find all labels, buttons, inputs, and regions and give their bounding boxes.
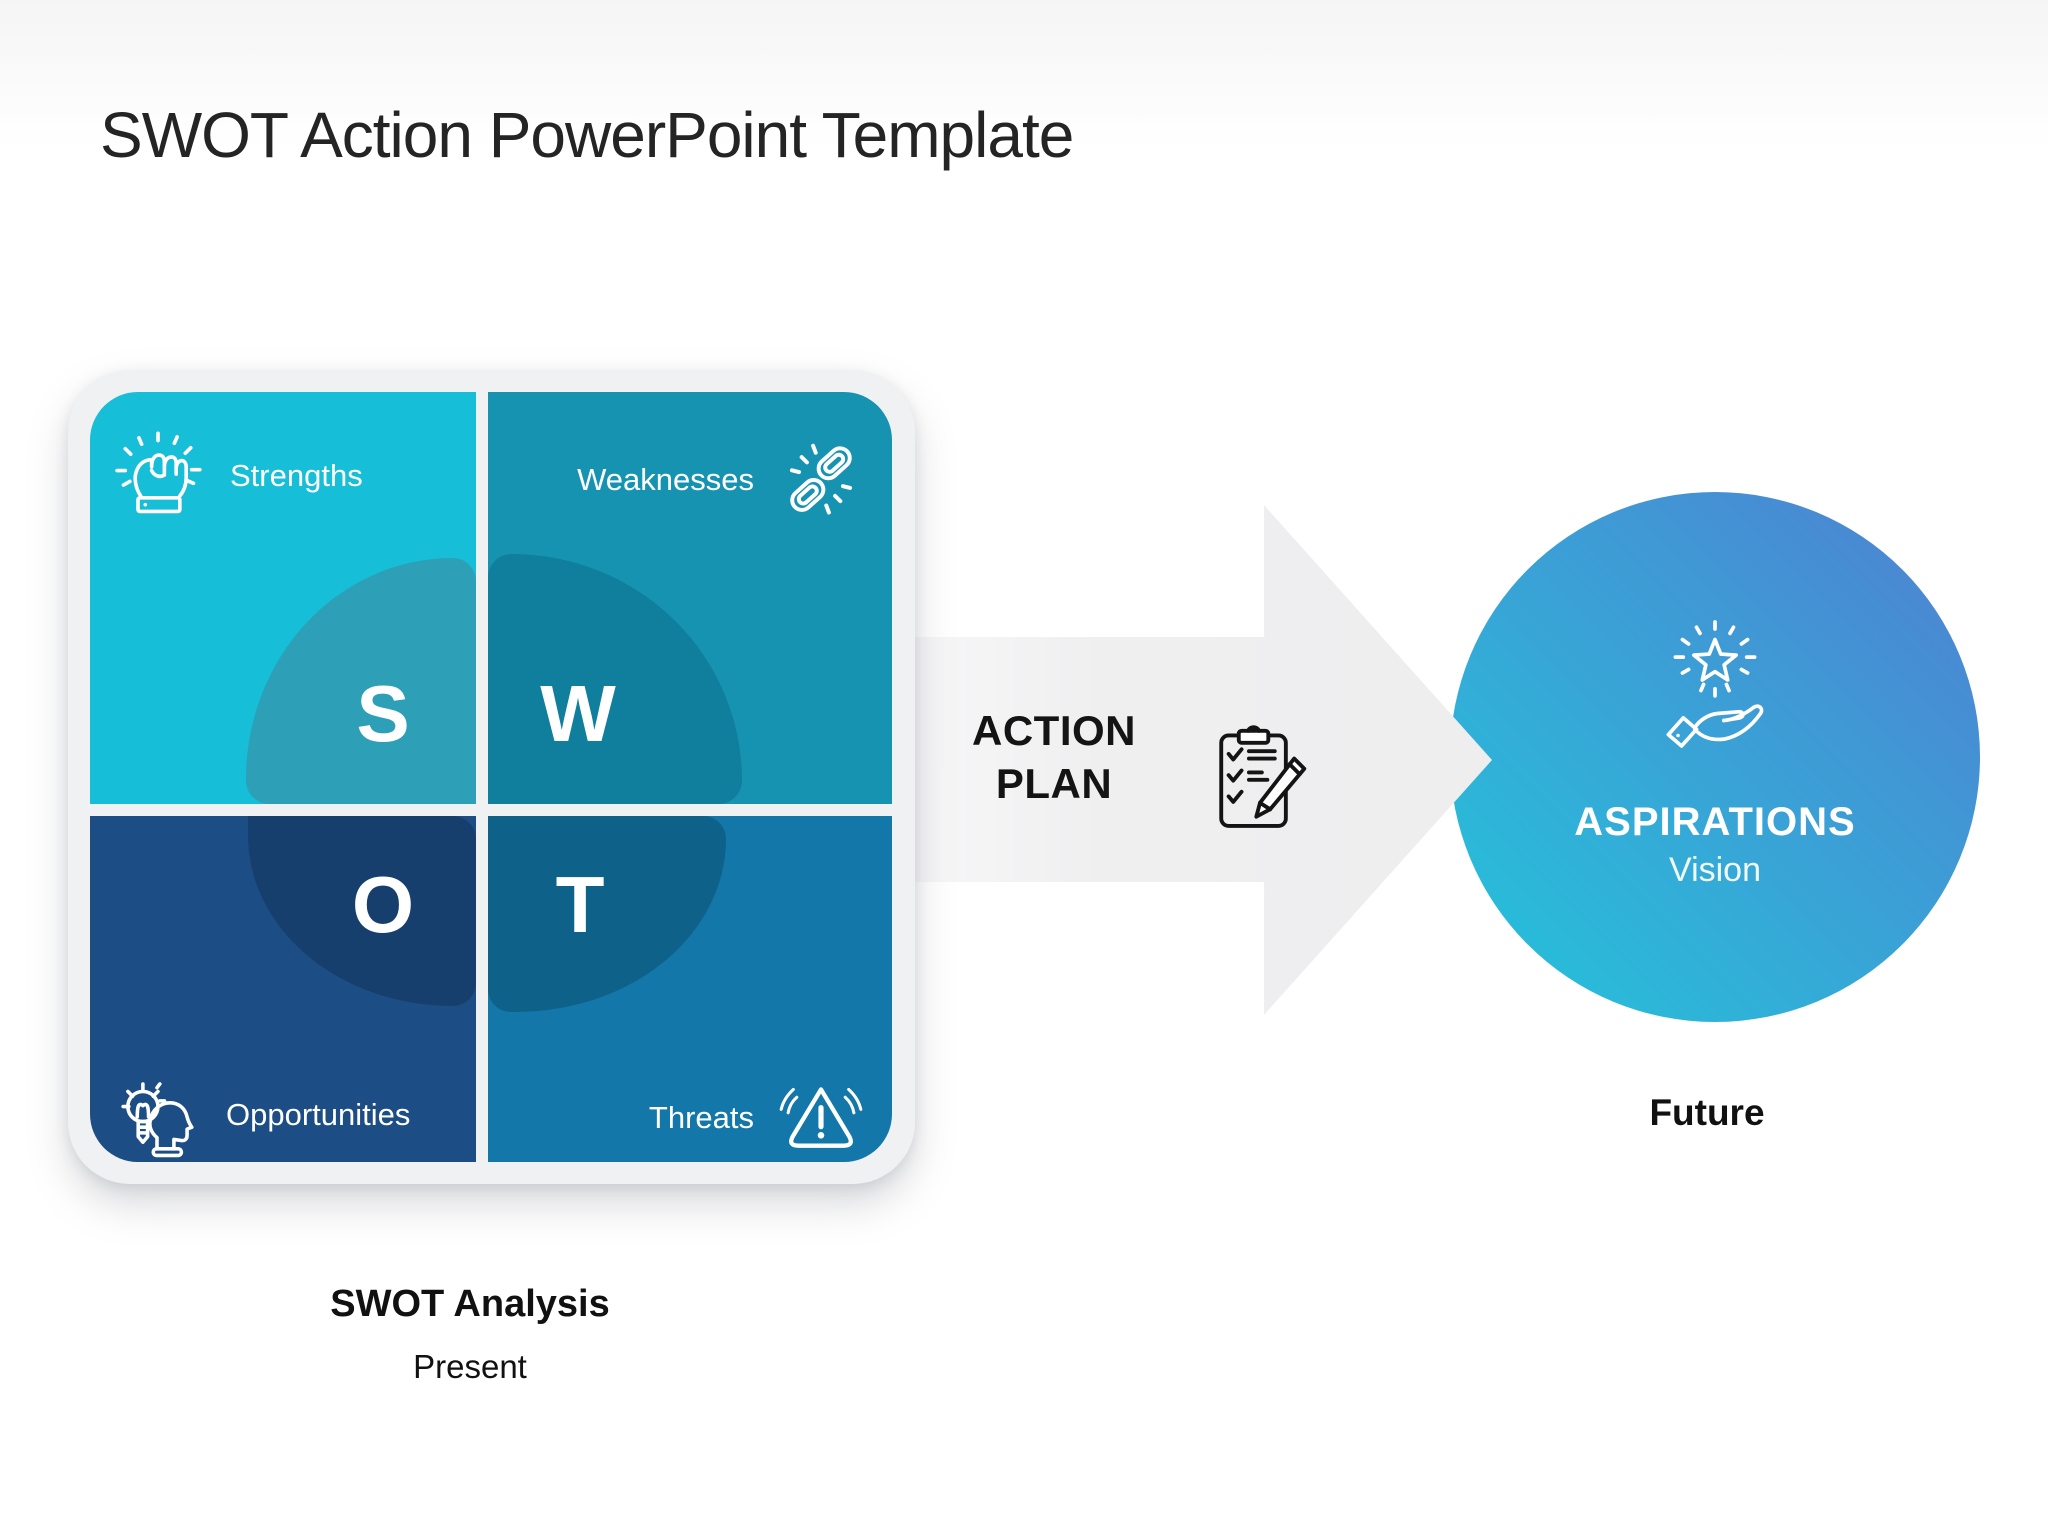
action-plan-arrow	[888, 505, 1492, 1015]
opportunities-letter: O	[351, 860, 415, 949]
aspirations-title: ASPIRATIONS	[1574, 800, 1856, 844]
action-plan-label: ACTION PLAN	[929, 704, 1179, 810]
clipboard-pencil-icon	[1219, 725, 1307, 828]
weaknesses-header: Weaknesses	[577, 436, 866, 524]
quadrant-strengths: Strengths S	[90, 392, 476, 804]
weaknesses-letter: W	[540, 669, 616, 758]
quadrant-opportunities: Opportunities O	[90, 816, 476, 1162]
warning-triangle-icon	[779, 1087, 863, 1148]
quadrant-threats: Threats T	[488, 816, 892, 1162]
opportunities-label: Opportunities	[226, 1097, 411, 1132]
opportunities-header: Opportunities	[110, 1068, 410, 1162]
aspirations-circle: ASPIRATIONS Vision	[1450, 492, 1980, 1022]
head-lightbulb-icon	[121, 1082, 194, 1158]
broken-chain-icon	[789, 443, 853, 515]
threats-label: Threats	[648, 1100, 754, 1135]
page-title: SWOT Action PowerPoint Template	[100, 99, 1074, 171]
strengths-header: Strengths	[108, 430, 363, 522]
future-caption: Future	[1649, 1092, 1765, 1133]
threats-letter: T	[555, 860, 605, 949]
threats-header: Threats	[649, 1078, 866, 1158]
swot-caption-title: SWOT Analysis	[330, 1283, 610, 1325]
swot-panel: Strengths S Weaknesses	[68, 370, 915, 1184]
threats-overlay-shape	[488, 816, 726, 1012]
aspirations-subtitle: Vision	[1669, 851, 1761, 889]
hand-presenting-star-icon	[1666, 620, 1764, 748]
weaknesses-label: Weaknesses	[577, 462, 754, 497]
strengths-letter: S	[356, 669, 410, 758]
action-plan-line1: ACTION	[972, 707, 1136, 754]
strengths-label: Strengths	[230, 458, 363, 493]
swot-caption-subtitle: Present	[413, 1348, 527, 1385]
action-plan-line2: PLAN	[995, 760, 1113, 807]
raised-fist-rays-icon	[115, 431, 202, 514]
quadrant-weaknesses: Weaknesses W	[488, 392, 892, 804]
